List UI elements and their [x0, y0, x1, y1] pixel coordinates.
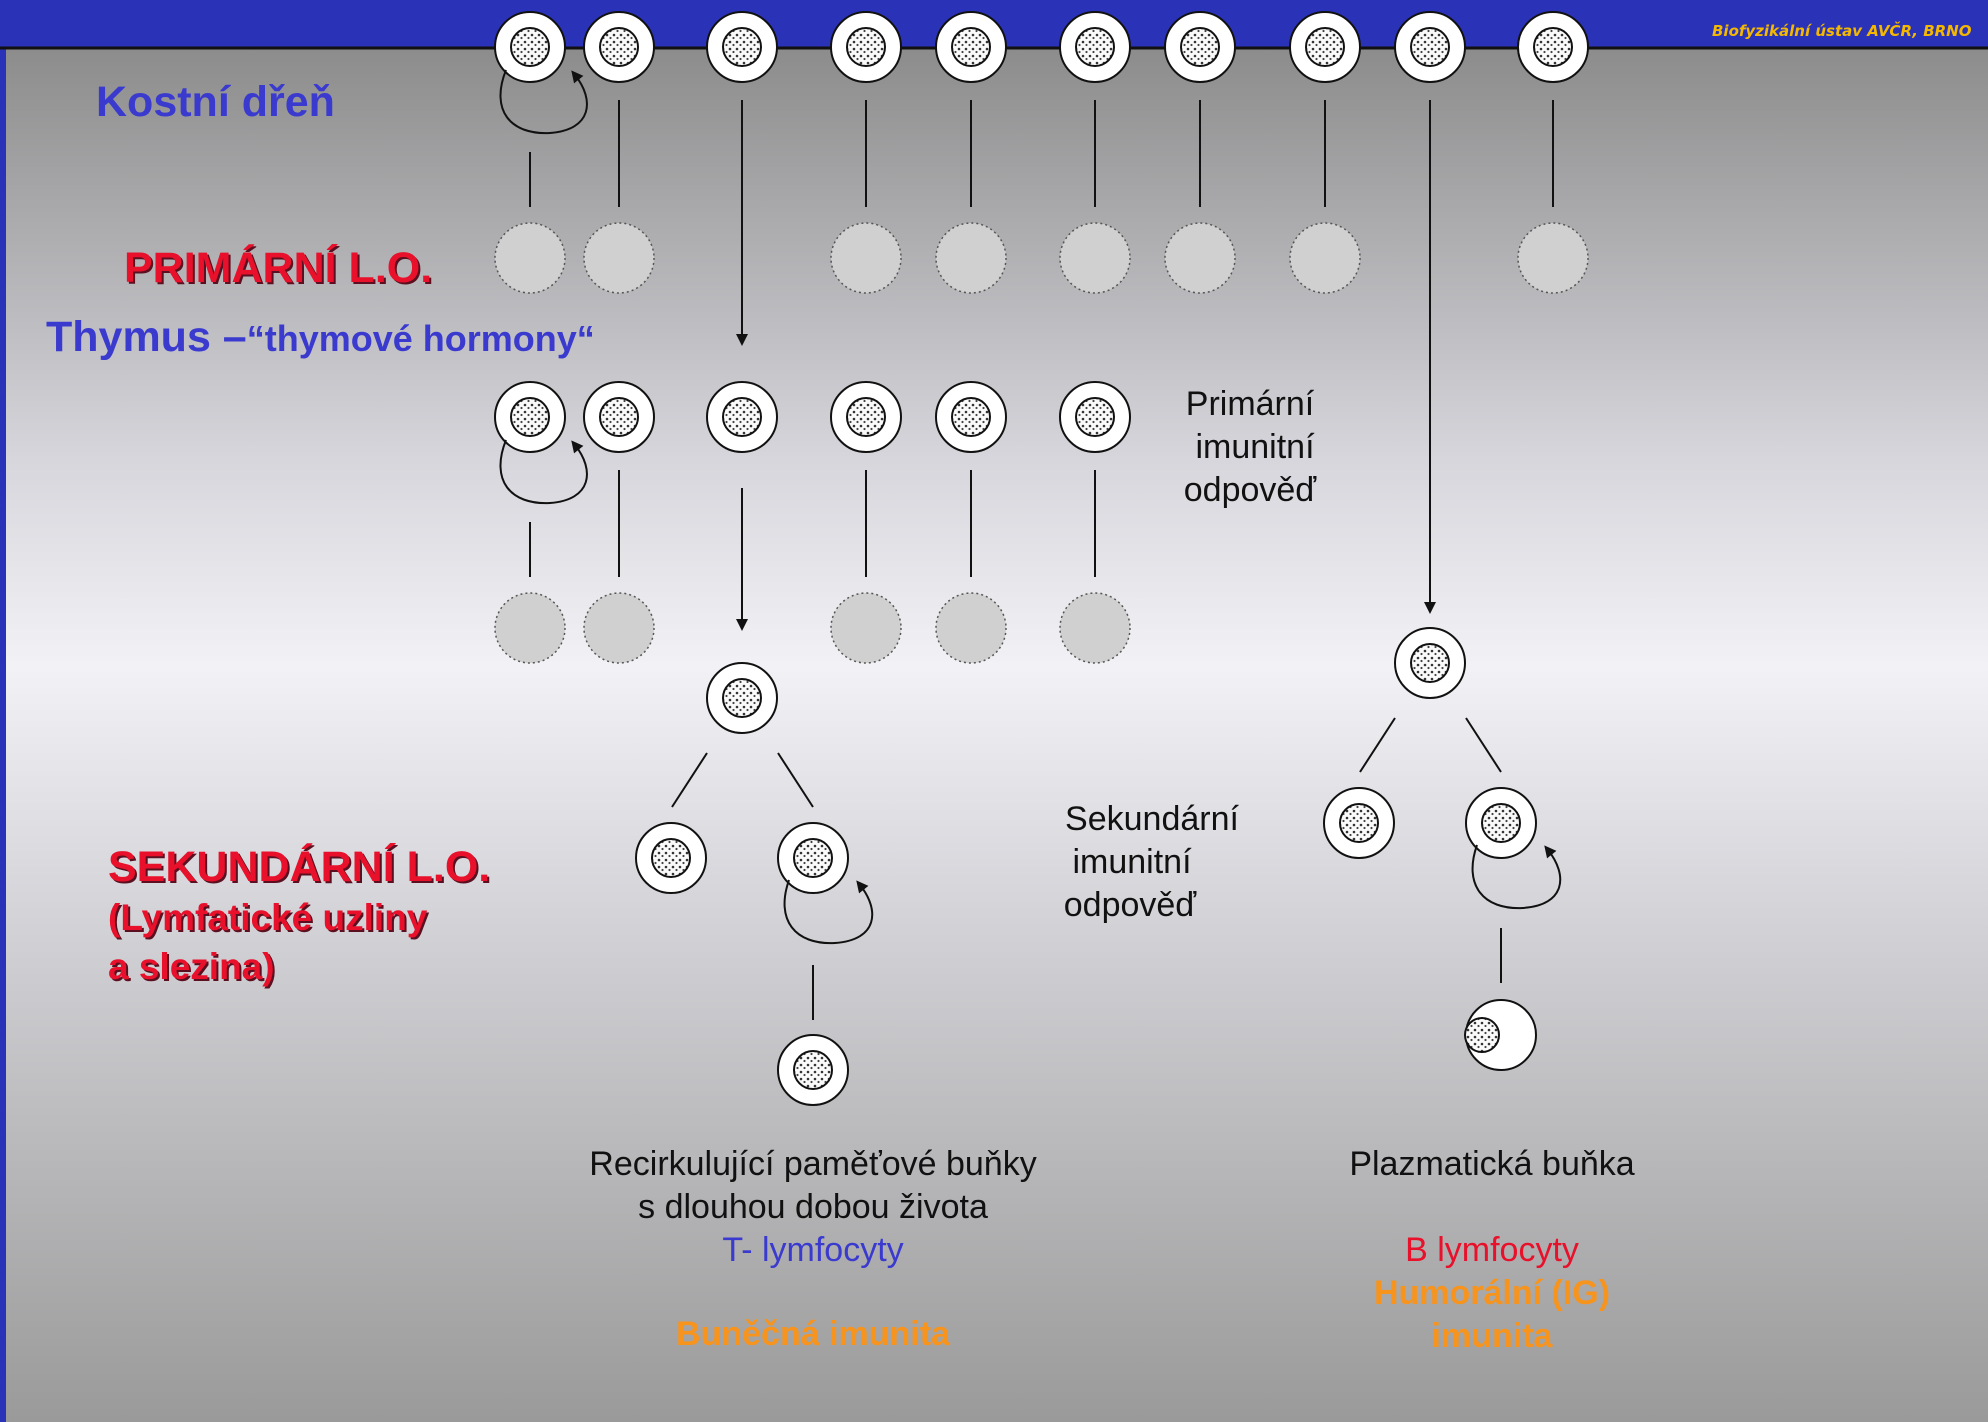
primary-lo-label: PRIMÁRNÍ L.O. — [124, 244, 433, 292]
stem-cell-6 — [1059, 11, 1131, 83]
stem-cell-2 — [583, 11, 655, 83]
secondary-lo-label: SEKUNDÁRNÍ L.O. — [108, 843, 491, 891]
stem-cell-8 — [1289, 11, 1361, 83]
stem-cell-9 — [1394, 11, 1466, 83]
t-lymphocytes-label: T- lymfocyty — [722, 1231, 904, 1269]
primary-response-1: Primární — [1185, 385, 1315, 423]
cellular-immunity-label: Buněčná imunita — [676, 1315, 950, 1353]
primary-response-3: odpověď — [1183, 471, 1317, 509]
memory-cells-line-2: s dlouhou dobou života — [638, 1188, 988, 1226]
humoral-immunity-line-1: Humorální (IG) — [1373, 1274, 1611, 1312]
humoral-immunity-line-2: imunita — [1431, 1317, 1553, 1355]
b-cell-activated — [1394, 627, 1466, 699]
secondary-response-2: imunitní — [1072, 843, 1192, 881]
thymus-prefix: Thymus – — [46, 313, 247, 361]
primary-response-2: imunitní — [1195, 428, 1315, 466]
stem-cell-3 — [706, 11, 778, 83]
secondary-response-1: Sekundární — [1065, 800, 1239, 838]
memory-t-cell — [777, 1034, 849, 1106]
plasma-cell-label: Plazmatická buňka — [1349, 1145, 1635, 1183]
bone-marrow-label: Kostní dřeň — [96, 78, 335, 126]
stem-cell-7 — [1164, 11, 1236, 83]
t-cell-effector — [635, 822, 707, 894]
thymus-label: Thymus –“thymové hormony“ — [46, 313, 595, 362]
secondary-response-3: odpověď — [1063, 886, 1197, 924]
b-lymphocytes-label: B lymfocyty — [1405, 1231, 1579, 1269]
header-credit: Biofyzikální ústav AVČR, BRNO — [1712, 22, 1972, 40]
memory-cells-line-1: Recirkulující paměťové buňky — [589, 1145, 1037, 1183]
stem-cell-5 — [935, 11, 1007, 83]
stem-cell-4 — [830, 11, 902, 83]
self-renewal-arrow-2 — [499, 439, 588, 505]
self-renewal-arrow — [499, 69, 588, 135]
secondary-lo-detail-1: (Lymfatické uzliny — [108, 897, 428, 938]
secondary-lo-detail-2: a slezina) — [108, 946, 275, 987]
connector-lines — [529, 100, 1554, 207]
t-cell-activated — [706, 662, 778, 734]
plasma-cell — [1464, 999, 1537, 1071]
self-renewal-arrow-4 — [1471, 844, 1562, 910]
b-cell-daughter-1 — [1323, 787, 1395, 859]
stem-cell-10 — [1517, 11, 1589, 83]
thymus-hormones: “thymové hormony“ — [246, 318, 595, 359]
self-renewal-arrow-3 — [783, 879, 874, 945]
